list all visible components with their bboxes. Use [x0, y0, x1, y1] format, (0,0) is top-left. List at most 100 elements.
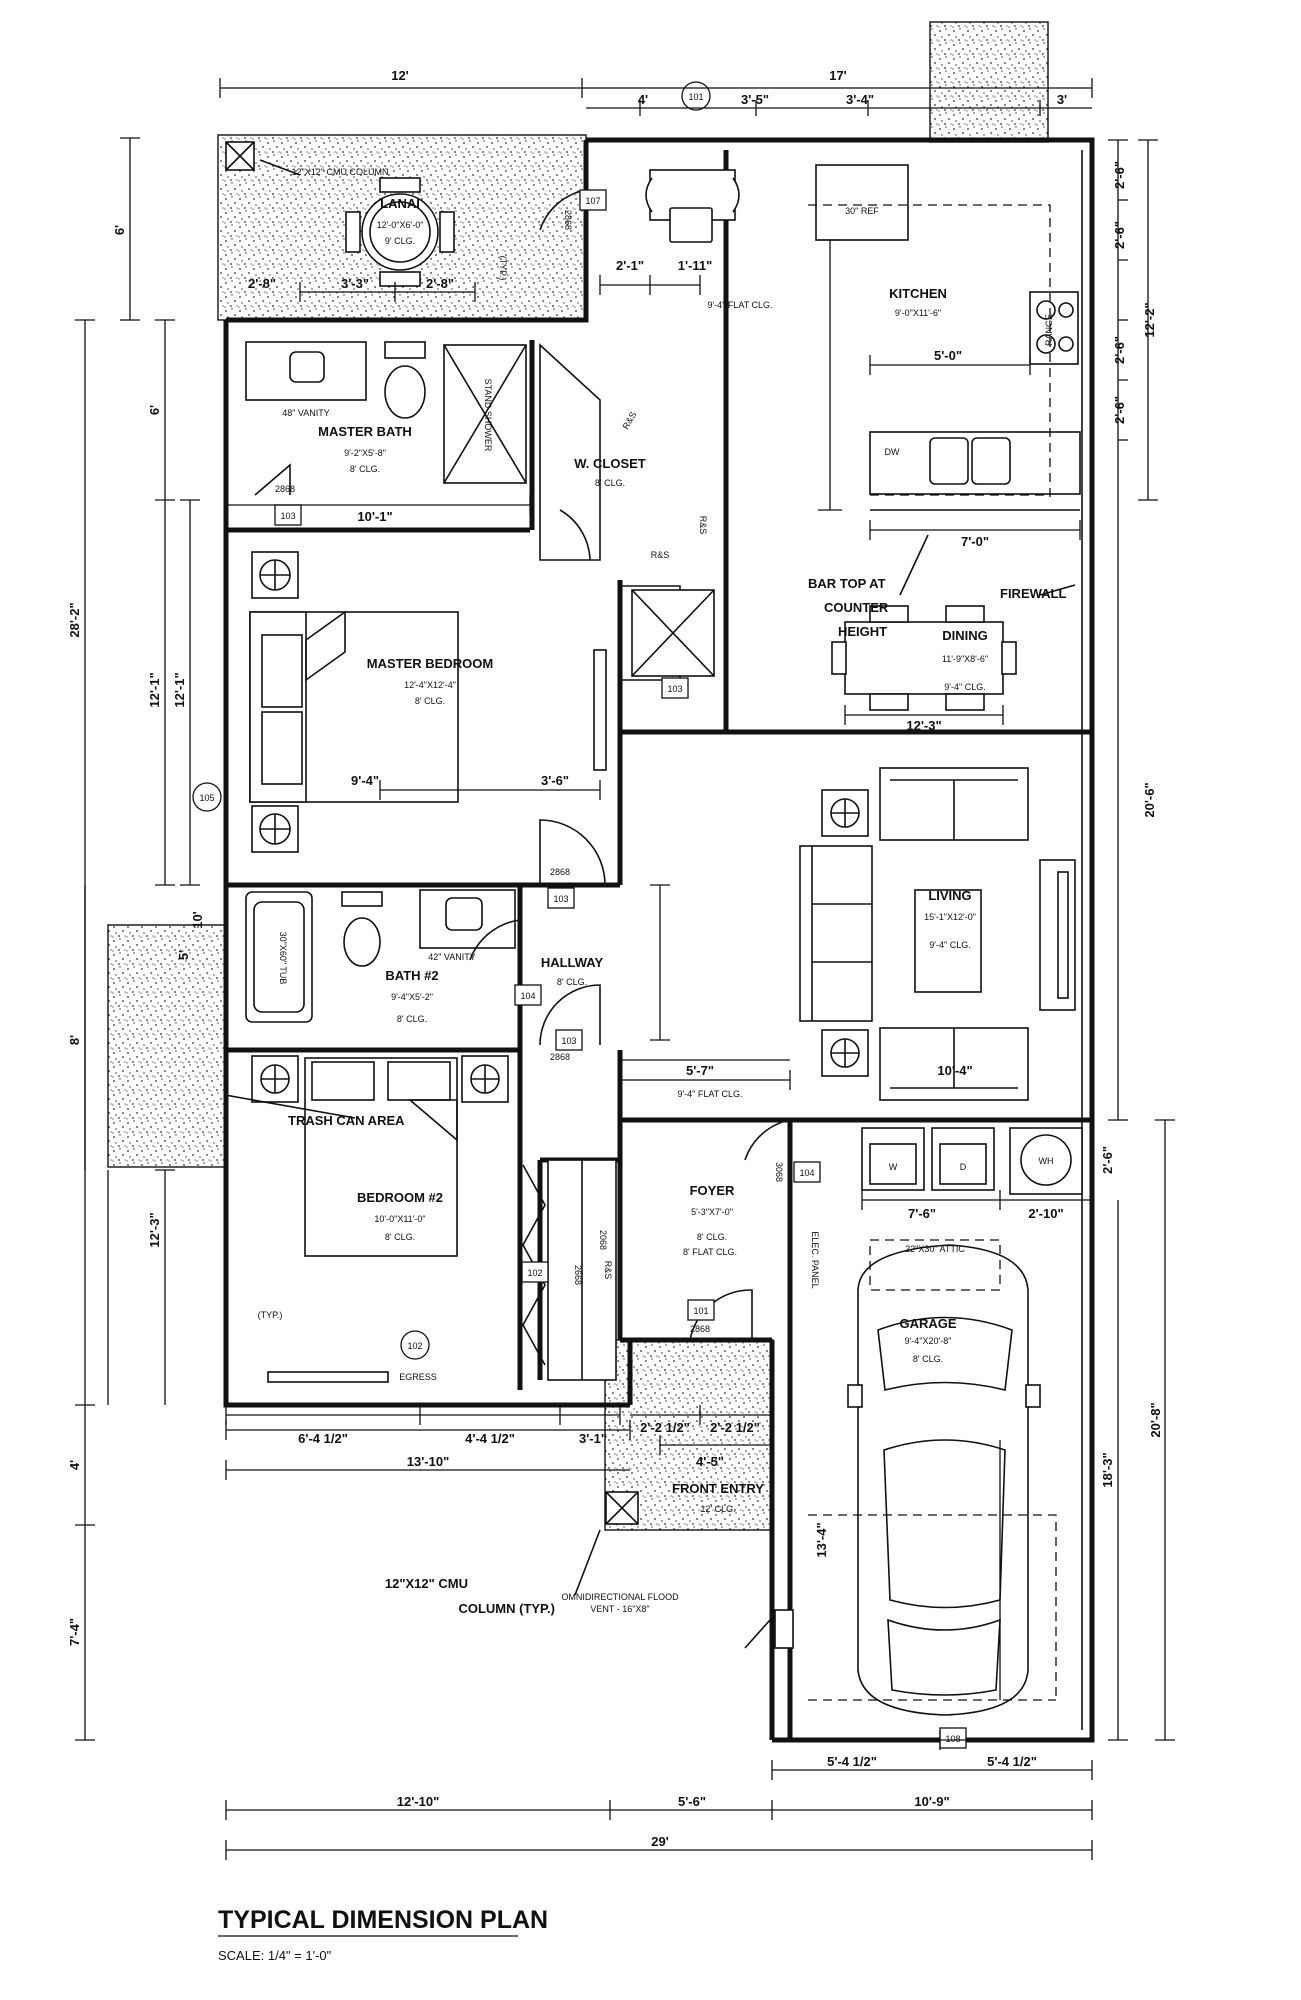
- bath2-name: BATH #2: [385, 968, 438, 983]
- dim-lf-2-10: 2'-10": [1028, 1206, 1063, 1221]
- cmu-note-1: 12"X12" CMU: [385, 1576, 468, 1591]
- dim-left-10: 10': [190, 911, 205, 929]
- dw-note: DW: [885, 447, 900, 457]
- dining-name: DINING: [942, 628, 988, 643]
- foyer-size: 5'-3"X7'-0": [691, 1207, 733, 1217]
- dim-g-13-4: 13'-4": [814, 1522, 829, 1557]
- code-2868-e: 2868: [690, 1324, 710, 1334]
- flood-note-1: OMNIDIRECTIONAL FLOOD: [561, 1592, 679, 1602]
- code-2868-a: 2868: [563, 210, 573, 230]
- dim-right-2-6b: 2'-6": [1112, 221, 1127, 249]
- dim-k-2-1: 2'-1": [616, 258, 644, 273]
- typ-note: (TYP.): [498, 256, 508, 281]
- tag-102: 102: [407, 1341, 422, 1351]
- dim-top-3: 3': [1057, 92, 1067, 107]
- tag-numbers: 107 103 103 103 104 103 104 102 101 108 …: [199, 92, 960, 1744]
- code-2068: 2068: [598, 1230, 608, 1250]
- plan-title: TYPICAL DIMENSION PLAN: [218, 1906, 548, 1934]
- bedroom2-name: BEDROOM #2: [357, 1190, 443, 1205]
- tag-102-c: 102: [527, 1268, 542, 1278]
- code-3068: 3068: [774, 1162, 784, 1182]
- code-rs-2: R&S: [698, 516, 708, 535]
- dim-mb-10-1: 10'-1": [357, 509, 392, 524]
- dim-din-12-3: 12'-3": [906, 718, 941, 733]
- bedroom2-clg: 8' CLG.: [385, 1232, 415, 1242]
- dim-mbr-9-4: 9'-4": [351, 773, 379, 788]
- firewall-note: FIREWALL: [1000, 586, 1066, 601]
- dim-right-2-6d: 2'-6": [1112, 396, 1127, 424]
- trash-note: TRASH CAN AREA: [288, 1113, 405, 1128]
- dim-left-6a: 6': [112, 225, 127, 235]
- dim-lanai-2-8b: 2'-8": [426, 276, 454, 291]
- hallway-clg: 8' CLG.: [557, 977, 587, 987]
- nightstands: [251, 551, 299, 853]
- tag-108: 108: [945, 1734, 960, 1744]
- garage-size: 9'-4"X20'-8": [905, 1336, 952, 1346]
- bath2-clg: 8' CLG.: [397, 1014, 427, 1024]
- dining-table: [831, 605, 1017, 711]
- flood-note-2: VENT - 16"X8": [590, 1604, 649, 1614]
- foyer-name: FOYER: [690, 1183, 735, 1198]
- tag-101-f: 101: [693, 1306, 708, 1316]
- dim-left-6b: 6': [147, 405, 162, 415]
- dim-g-5-4a: 5'-4 1/2": [827, 1754, 877, 1769]
- tag-103-b: 103: [561, 1036, 576, 1046]
- flat-clg-1: 9'-4" FLAT CLG.: [707, 300, 772, 310]
- dim-left-12-1a: 12'-1": [147, 672, 162, 707]
- master-bath-fixtures: [245, 341, 527, 484]
- code-2868-d: 2868: [550, 1052, 570, 1062]
- dim-fe-4-5: 4'-5": [696, 1454, 724, 1469]
- master-bedroom-size: 12'-4"X12'-4": [404, 680, 456, 690]
- cmu-column-top: [225, 141, 255, 171]
- kitchen-name: KITCHEN: [889, 286, 947, 301]
- kitchen-table: [645, 169, 740, 243]
- tag-104-h: 104: [520, 991, 535, 1001]
- master-bed: [249, 610, 459, 803]
- tag-104-l: 104: [799, 1168, 814, 1178]
- foyer-clg: 8' CLG.: [697, 1232, 727, 1242]
- dim-left-8: 8': [67, 1035, 82, 1045]
- dim-h-5-7: 5'-7": [686, 1063, 714, 1078]
- dim-w-6-4: 6'-4 1/2": [298, 1431, 348, 1446]
- room-labels: LANAI 12'-0"X6'-0" 9' CLG. MASTER BATH 9…: [318, 196, 988, 1514]
- dim-k-7-0: 7'-0": [961, 534, 989, 549]
- lanai-name: LANAI: [380, 196, 420, 211]
- washer-note: W: [889, 1162, 898, 1172]
- dim-g-5-4b: 5'-4 1/2": [987, 1754, 1037, 1769]
- dim-right-12-2: 12'-2": [1142, 302, 1157, 337]
- dim-liv-10-4: 10'-4": [937, 1063, 972, 1078]
- dim-bot-29: 29': [651, 1834, 669, 1849]
- dim-top-3-4: 3'-4": [846, 92, 874, 107]
- living-clg: 9'-4" CLG.: [929, 940, 970, 950]
- flat-clg-2: 9'-4" FLAT CLG.: [677, 1089, 742, 1099]
- dim-top-3-5: 3'-5": [741, 92, 769, 107]
- typ-note-2: (TYP.): [258, 1310, 283, 1320]
- laundry: [861, 1127, 1083, 1195]
- dim-right-2-6a: 2'-6": [1112, 161, 1127, 189]
- dim-k-5-0: 5'-0": [934, 348, 962, 363]
- dining-size: 11'-9"X8'-6": [942, 654, 988, 664]
- living-furniture: [799, 767, 1076, 1101]
- bath2-fixtures: [245, 889, 516, 1023]
- master-bath-clg: 8' CLG.: [350, 464, 380, 474]
- dim-right-20-6: 20'-6": [1142, 782, 1157, 817]
- dim-lf-7-6: 7'-6": [908, 1206, 936, 1221]
- dim-top-4: 4': [638, 92, 648, 107]
- garage-clg: 8' CLG.: [913, 1354, 943, 1364]
- trash-pad: [107, 924, 227, 1168]
- title-block: TYPICAL DIMENSION PLAN SCALE: 1/4" = 1'-…: [218, 1906, 548, 1963]
- notes: 12"X12" CMU COLUMN 12"X12" CMU COLUMN (T…: [258, 167, 1067, 1616]
- garage-name: GARAGE: [899, 1316, 956, 1331]
- lanai-clg: 9' CLG.: [385, 236, 415, 246]
- bedroom2-size: 10'-0"X11'-0": [374, 1214, 425, 1224]
- vanity-42: 42" VANITY: [428, 952, 476, 962]
- dim-left-4: 4': [67, 1460, 82, 1470]
- dim-k-1-11: 1'-11": [678, 258, 713, 273]
- dim-lanai-2-8a: 2'-8": [248, 276, 276, 291]
- lanai-table: [345, 177, 455, 287]
- code-rs-1: R&S: [651, 550, 670, 560]
- range-note: RANGE: [1044, 314, 1054, 346]
- front-entry-clg: 12' CLG.: [700, 1504, 735, 1514]
- living-size: 15'-1"X12'-0": [924, 912, 976, 922]
- kitchen-fixtures: [808, 164, 1081, 511]
